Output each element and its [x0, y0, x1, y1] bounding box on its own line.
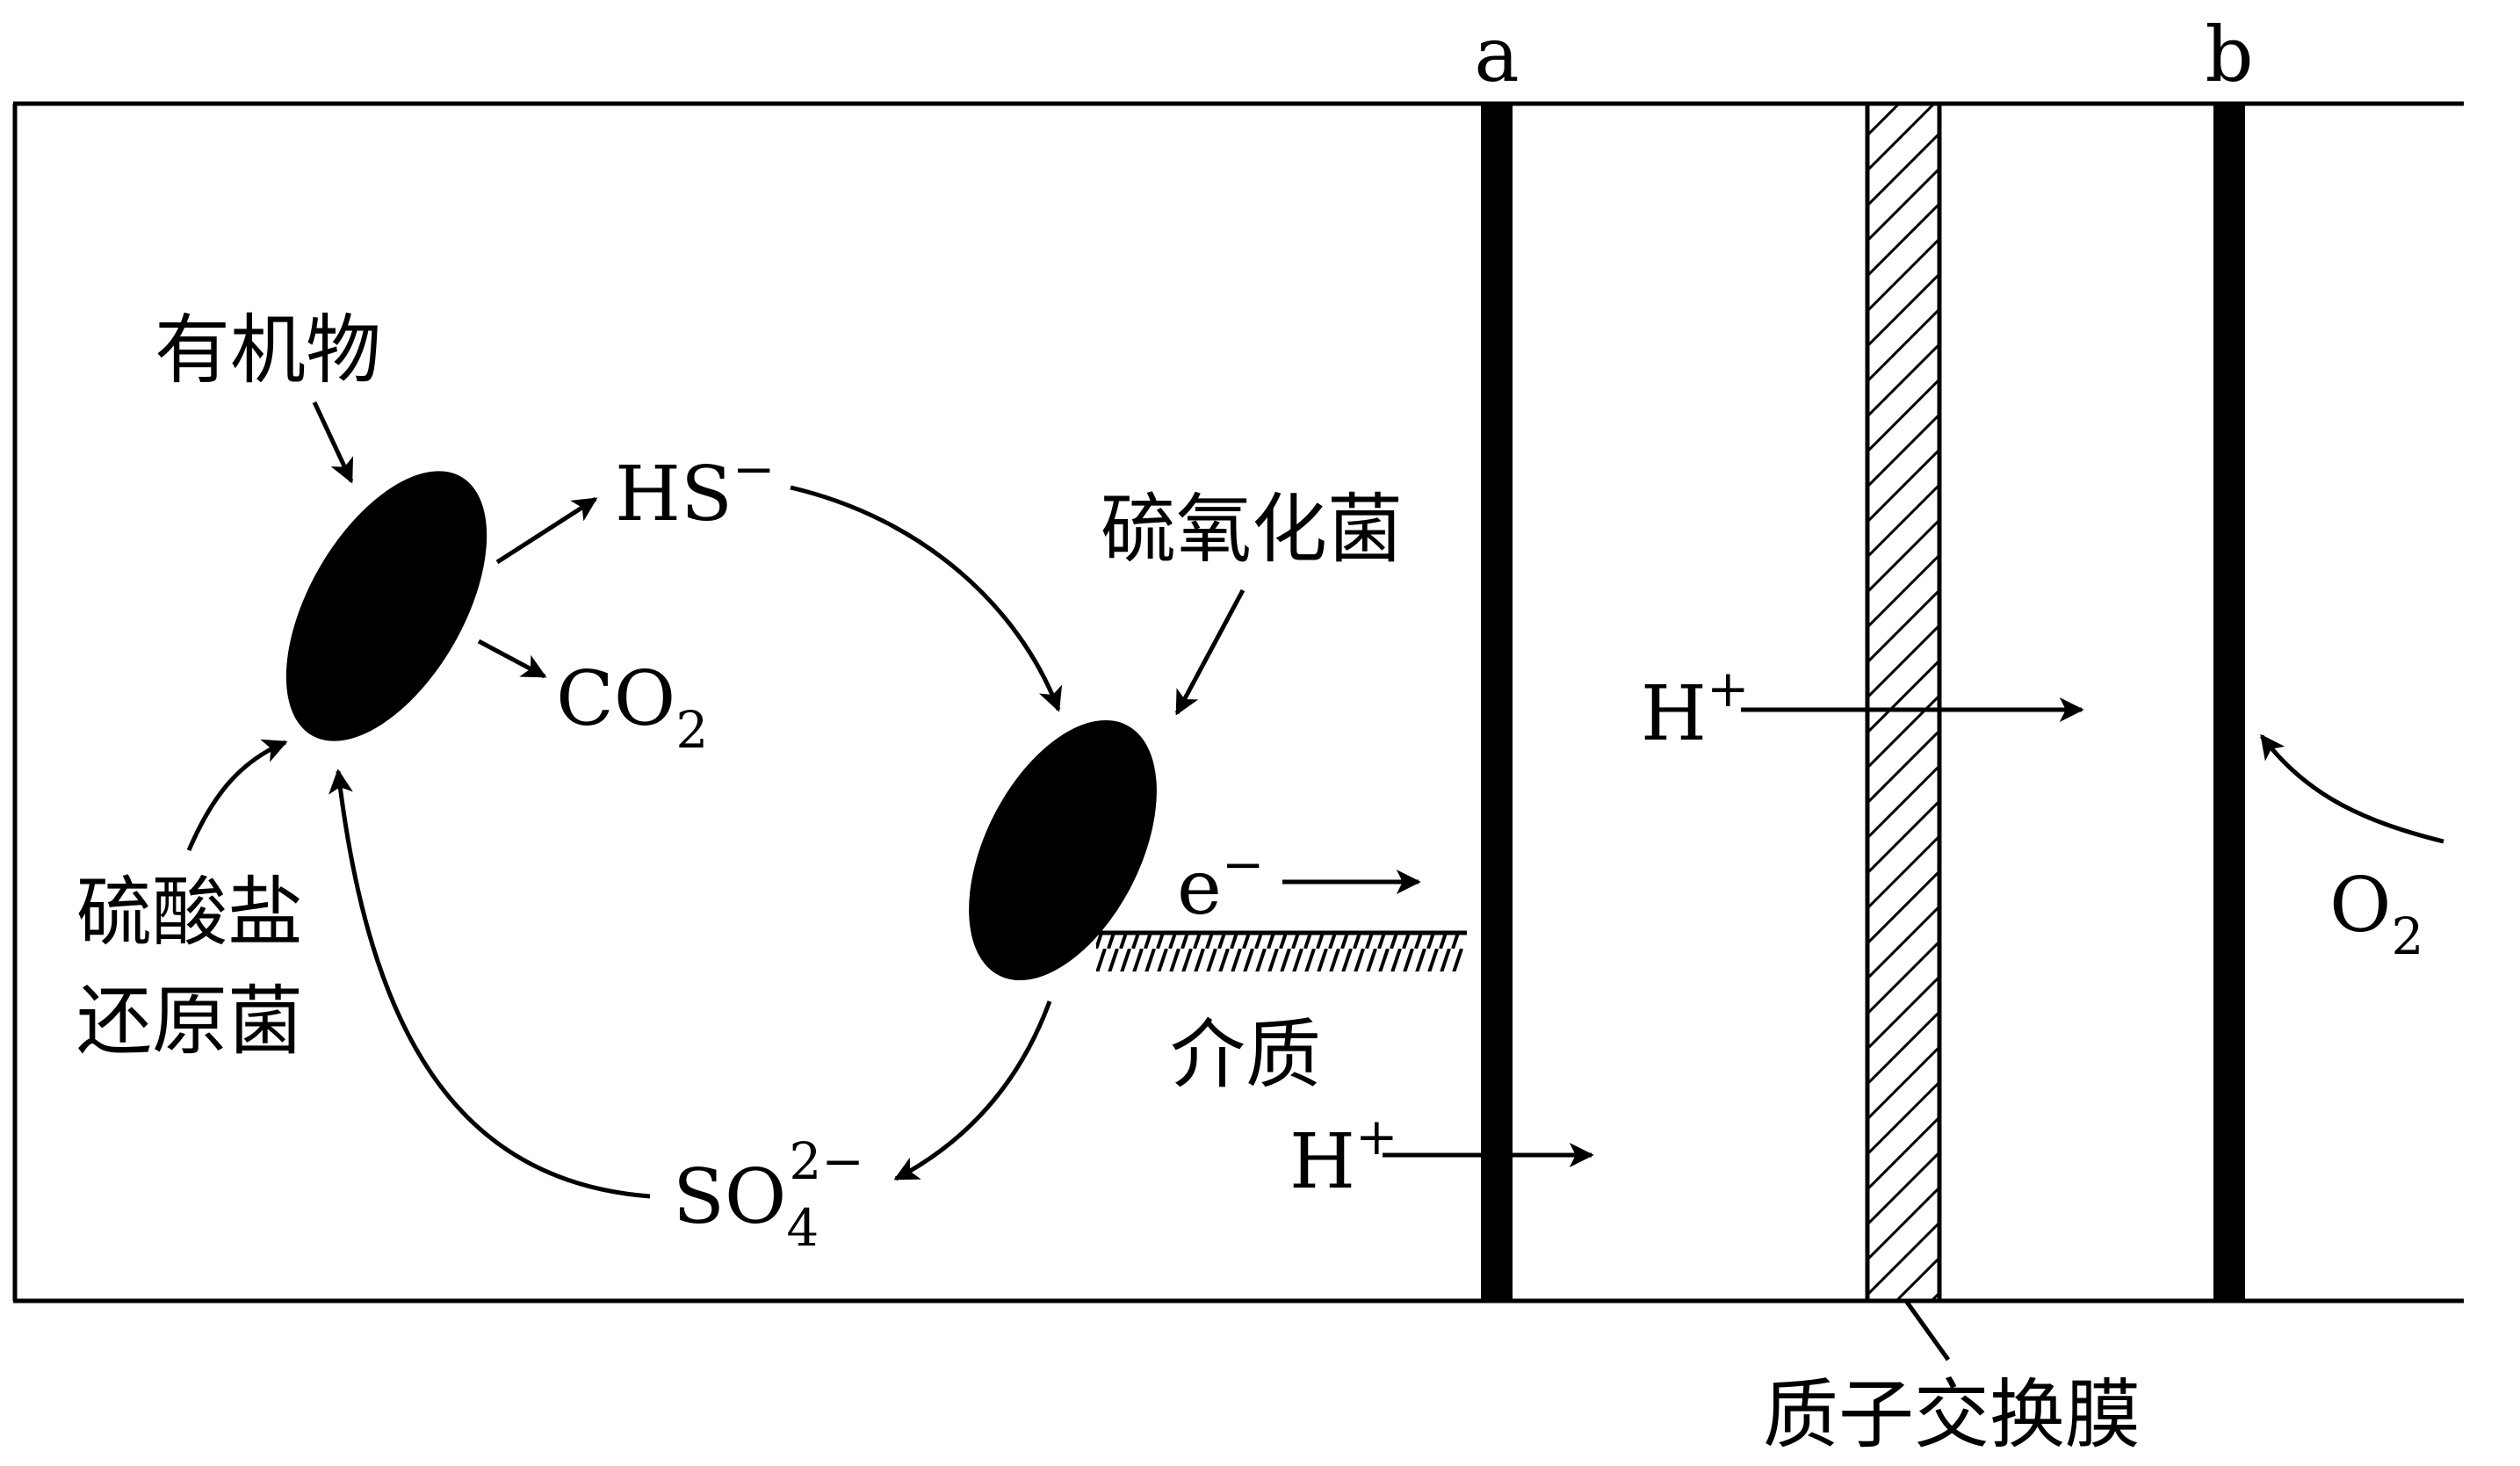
- sulfate-reducer-label-line1: 硫酸盐: [76, 869, 303, 957]
- arrow-to-sulfate: [893, 1000, 1052, 1181]
- arrow-to-co2: [477, 639, 547, 679]
- arrow-hs-to-oxidizer: [790, 485, 1063, 712]
- co2-label: CO2: [556, 655, 708, 760]
- arrow-reducer-label: [186, 739, 288, 851]
- membrane-label: 质子交换膜: [1763, 1371, 2141, 1459]
- mediator: [1089, 930, 1467, 971]
- proton-left-label: H+: [1289, 1107, 1398, 1206]
- electron-label: e−: [1177, 834, 1265, 932]
- electrode-b-label: b: [2205, 11, 2253, 99]
- hs-ion-label: HS−: [615, 439, 776, 538]
- organic-matter-label: 有机物: [155, 307, 381, 394]
- sulfate-ion-label: SO42−: [673, 1131, 864, 1258]
- proton-right-label: H+: [1641, 659, 1750, 758]
- arrow-oxidizer-label: [1174, 589, 1246, 716]
- oxygen-label: O2: [2329, 862, 2423, 966]
- sulfate-reducer-label-line2: 还原菌: [76, 978, 303, 1065]
- electrode-a: [1481, 104, 1513, 1301]
- membrane-leader-line: [1903, 1299, 1951, 1361]
- electrode-a-label: a: [1474, 11, 1519, 99]
- sulfur-oxidizing-bacterium: [969, 719, 1157, 981]
- mediator-label: 介质: [1170, 1011, 1321, 1099]
- proton-exchange-membrane: [1865, 101, 1942, 1304]
- arrow-oxygen-to-cathode: [2259, 733, 2444, 844]
- cell-container: [12, 101, 2464, 1304]
- mediator-hatching: [1096, 935, 1463, 971]
- arrow-to-hs: [495, 496, 598, 565]
- sulfate-reducing-bacterium: [285, 471, 487, 741]
- arrow-organic-to-bacterium: [312, 401, 354, 484]
- sulfur-oxidizer-label: 硫氧化菌: [1101, 486, 1403, 574]
- arrow-sulfate-to-reducer: [329, 769, 651, 1199]
- electrode-b: [2213, 104, 2245, 1301]
